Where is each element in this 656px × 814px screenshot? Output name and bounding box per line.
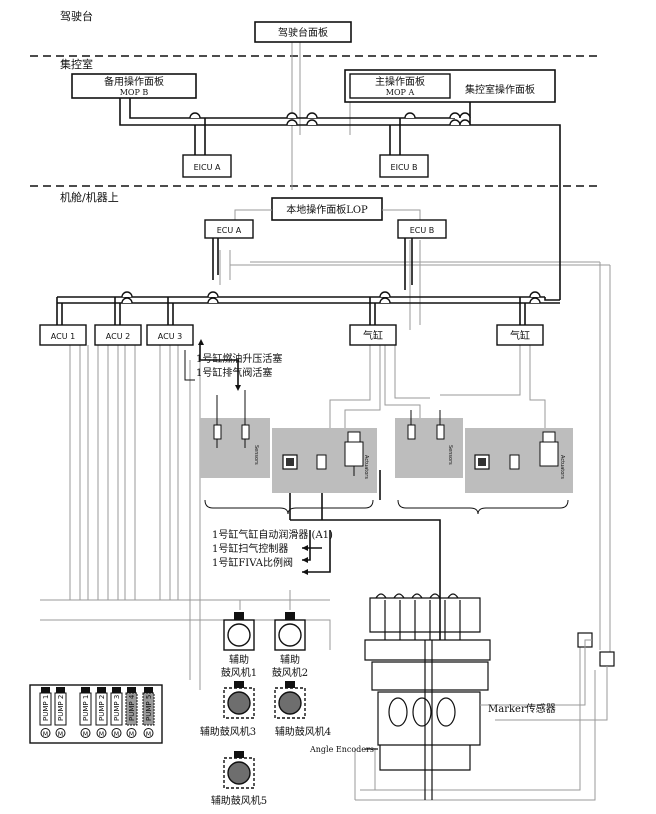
cyl1-sensor-box: Sensors <box>200 390 270 478</box>
aux-blower-3: 辅助鼓风机3 <box>200 681 256 738</box>
ccu-1-label: 气缸 <box>363 329 383 342</box>
pump-label: PUMP 2 <box>98 695 106 721</box>
aux-blower-2: 辅助 鼓风机2 <box>272 612 308 679</box>
aux-blower-1-label-1: 辅助 <box>229 653 249 666</box>
bridge-panel: 驾驶台面板 <box>254 21 352 43</box>
aux-blower-5-label: 辅助鼓风机5 <box>211 794 267 807</box>
arrowheads <box>198 339 308 575</box>
aux-blower-2-label-1: 辅助 <box>280 653 300 666</box>
acu-2-label: ACU 2 <box>106 332 130 341</box>
ecu-a-label: ECU A <box>217 226 242 235</box>
motor-icon: M <box>129 731 134 738</box>
scavenge-label: 1号缸扫气控制器 <box>212 542 288 555</box>
ecu-b: ECU B <box>397 219 447 239</box>
angle-encoders-label: Angle Encoders <box>309 745 374 754</box>
motor-icon: M <box>58 731 63 738</box>
exhaust-actuator-label: 1号缸排气阀活塞 <box>196 366 272 379</box>
fiva-label: 1号缸FIVA比例阀 <box>212 556 293 569</box>
mop-a: 主操作面板 MOP A 集控室操作面板 <box>344 69 556 103</box>
ccu-1: 气缸 <box>349 324 397 346</box>
lop-panel: 本地操作面板LOP <box>271 197 383 221</box>
ecu-a: ECU A <box>204 219 254 239</box>
pump-1: PUMP 1 M <box>39 687 52 738</box>
acu-3-label: ACU 3 <box>158 332 182 341</box>
engine-drawing <box>364 593 491 800</box>
cyl1-actuators-label: Actuators <box>363 455 369 479</box>
mop-a-code: MOP A <box>386 88 415 97</box>
control-room-panel-label: 集控室操作面板 <box>465 83 535 96</box>
ccu-2-label: 气缸 <box>510 329 530 342</box>
pump-label: PUMP 4 <box>128 694 136 721</box>
acu-2: ACU 2 <box>94 324 142 346</box>
pump-5: PUMP 3 M <box>110 687 123 738</box>
lop-label: 本地操作面板LOP <box>286 203 368 216</box>
bridge-panel-label: 驾驶台面板 <box>278 26 328 39</box>
aux-blower-5: 辅助鼓风机5 <box>211 751 267 807</box>
fuel-exhaust-callout: 1号缸燃油升压活塞 1号缸排气阀活塞 <box>184 350 282 381</box>
engine-sensors: Marker传感器 Angle Encoders <box>309 632 615 754</box>
acu-1-label: ACU 1 <box>51 332 75 341</box>
cyl1-sensors-label: Sensors <box>253 445 259 465</box>
aux-blower-4: 辅助鼓风机4 <box>274 681 331 738</box>
pump-label: PUMP 1 <box>42 695 50 721</box>
ecu-b-label: ECU B <box>410 226 435 235</box>
mop-a-label: 主操作面板 <box>375 75 425 88</box>
zone-label-engine-room: 机舱/机器上 <box>60 190 119 204</box>
mop-b: 备用操作面板 MOP B <box>71 73 197 99</box>
motor-icon: M <box>83 731 88 738</box>
pump-4: PUMP 2 M <box>95 687 108 738</box>
ccu-2: 气缸 <box>496 324 544 346</box>
motor-icon: M <box>99 731 104 738</box>
crossover-bridges <box>121 112 541 304</box>
pump-label: PUMP 5 <box>145 695 153 721</box>
cyl2-sensor-box: Sensors <box>395 410 463 478</box>
lubricator-label: 1号缸气缸自动润滑器 (A1) <box>212 528 333 541</box>
acu-3: ACU 3 <box>146 324 194 346</box>
pump-label: PUMP 3 <box>113 695 121 721</box>
cyl1-brace <box>204 499 374 515</box>
mop-b-label: 备用操作面板 <box>104 75 164 88</box>
lop-links <box>234 209 421 222</box>
cylinder-1-callouts: 1号缸气缸自动润滑器 (A1) 1号缸扫气控制器 1号缸FIVA比例阀 <box>212 528 333 569</box>
eicu-a-label: EICU A <box>194 163 221 172</box>
aux-blower-2-label-2: 鼓风机2 <box>272 666 308 679</box>
aux-blower-4-label: 辅助鼓风机4 <box>275 725 331 738</box>
eicu-b-label: EICU B <box>391 163 418 172</box>
acu-1: ACU 1 <box>39 324 87 346</box>
pump-7: PUMP 5 M <box>142 687 155 738</box>
pump-3: PUMP 1 M <box>79 687 92 738</box>
aux-blower-1: 辅助 鼓风机1 <box>221 612 257 679</box>
gray-cables <box>40 40 611 801</box>
aux-blower-3-label: 辅助鼓风机3 <box>200 725 256 738</box>
motor-icon: M <box>146 731 151 738</box>
mop-b-code: MOP B <box>120 88 149 97</box>
pump-2: PUMP 2 M <box>54 687 67 738</box>
zone-label-bridge: 驾驶台 <box>60 9 93 23</box>
eicu-b: EICU B <box>379 154 429 178</box>
zone-label-control-room: 集控室 <box>60 57 93 71</box>
cyl2-actuator-box: Actuators <box>465 428 573 493</box>
cyl2-actuators-label: Actuators <box>559 455 565 479</box>
motor-icon: M <box>114 731 119 738</box>
pump-6: PUMP 4 M <box>125 687 138 738</box>
fuel-booster-label: 1号缸燃油升压活塞 <box>196 352 282 365</box>
motor-icon: M <box>43 731 48 738</box>
marker-sensor-label: Marker传感器 <box>488 702 556 715</box>
pump-label: PUMP 1 <box>82 695 90 721</box>
cyl1-actuator-box: Actuators <box>272 428 377 493</box>
cyl2-sensors-label: Sensors <box>447 445 453 465</box>
black-cables <box>56 96 561 640</box>
eicu-a: EICU A <box>182 154 232 178</box>
aux-blower-1-label-2: 鼓风机1 <box>221 666 257 679</box>
cyl2-brace <box>397 499 569 515</box>
pump-label: PUMP 2 <box>57 695 65 721</box>
